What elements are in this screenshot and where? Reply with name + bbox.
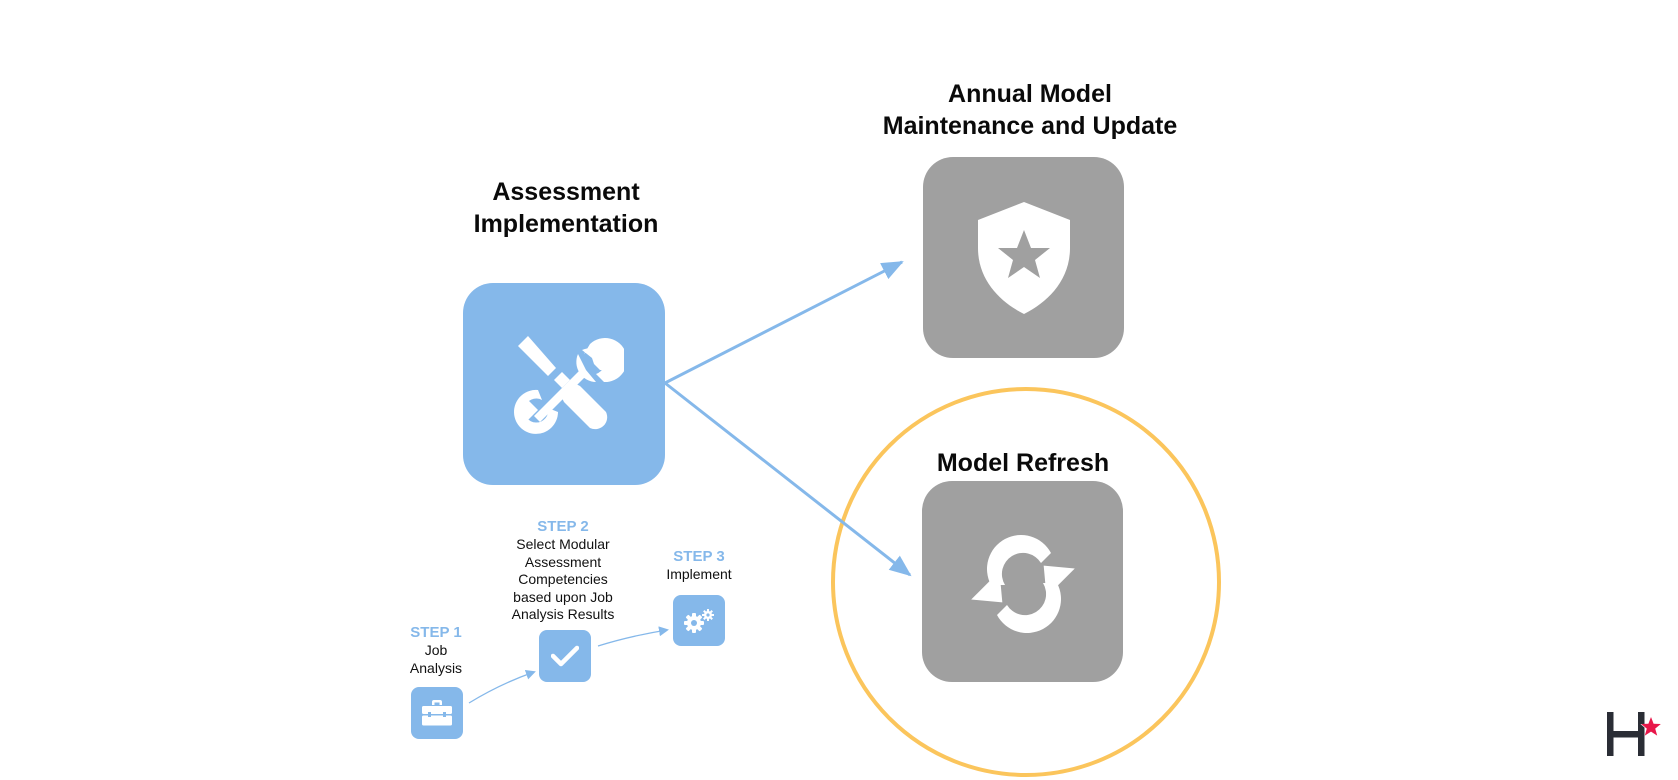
brand-logo: [1606, 709, 1664, 759]
assessment-title: Assessment Implementation: [466, 176, 666, 240]
annual-title-line1: Annual Model: [948, 80, 1112, 108]
arrow-to-annual: [664, 260, 904, 385]
step-2-text-line: based upon Job: [513, 588, 613, 605]
refresh-icon: [970, 534, 1075, 633]
step-2-tile[interactable]: [539, 630, 591, 682]
annual-title-line2: Maintenance and Update: [882, 112, 1178, 140]
step-2-text-line: Assessment: [524, 553, 602, 570]
step-3-label: STEP 3: [673, 548, 725, 565]
step-3-text-line: Implement: [666, 566, 732, 582]
step-2-text-line: Analysis Results: [511, 606, 615, 622]
shield-star-icon: [977, 201, 1070, 314]
star-icon: [1641, 717, 1661, 736]
gears-icon: [684, 608, 714, 633]
step-1: STEP 1 Job Analysis: [386, 624, 486, 677]
arrow-to-refresh: [664, 381, 912, 577]
model-refresh-tile[interactable]: [922, 481, 1123, 682]
assessment-title-line1: Assessment: [492, 178, 640, 206]
step-3-tile[interactable]: [673, 595, 725, 646]
step-2: STEP 2 Select Modular Assessment Compete…: [494, 518, 632, 624]
step-2-text-line: Select Modular: [516, 536, 610, 552]
logo-h-star-icon: [1607, 712, 1663, 756]
assessment-title-line2: Implementation: [473, 210, 659, 238]
step-3: STEP 3 Implement: [649, 548, 749, 584]
arrow-step2-to-step3: [597, 626, 669, 647]
step-1-tile[interactable]: [411, 687, 463, 739]
annual-title: Annual Model Maintenance and Update: [830, 78, 1230, 142]
briefcase-icon: [422, 700, 452, 726]
step-1-label: STEP 1: [410, 624, 462, 641]
step-1-text-line: Analysis: [409, 659, 463, 676]
assessment-implementation-tile[interactable]: [463, 283, 665, 485]
checkmark-icon: [551, 645, 579, 667]
step-2-text-line: Competencies: [518, 571, 608, 587]
step-1-text-line: Job: [424, 642, 448, 658]
step-2-label: STEP 2: [537, 518, 589, 535]
annual-maintenance-tile[interactable]: [923, 157, 1124, 358]
wrench-screwdriver-icon: [514, 336, 624, 434]
refresh-title: Model Refresh: [936, 449, 1110, 477]
